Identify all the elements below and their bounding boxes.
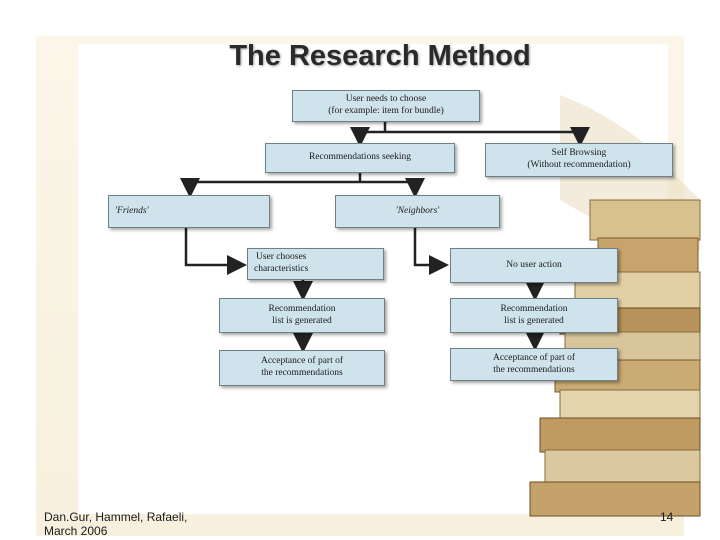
arrow-neighbors-to-no-action xyxy=(413,228,449,275)
node-neighbors: 'Neighbors' xyxy=(335,195,500,228)
node-friends: 'Friends' xyxy=(108,195,270,228)
node-friends-label: 'Friends' xyxy=(115,205,149,216)
page-number: 14 xyxy=(660,510,674,524)
node-self-browsing: Self Browsing (Without recommendation) xyxy=(485,143,673,177)
node-rec-list-left-label: Recommendation list is generated xyxy=(268,303,336,326)
node-accept-left-label: Acceptance of part of the recommendation… xyxy=(260,356,344,378)
node-rec-seeking: Recommendations seeking xyxy=(265,143,455,173)
slide-title: The Research Method xyxy=(229,40,531,72)
node-rec-seeking-label: Recommendations seeking xyxy=(308,152,412,163)
node-no-user-action: No user action xyxy=(450,248,618,283)
node-neighbors-label: 'Neighbors' xyxy=(395,205,440,216)
node-user-needs: User needs to choose (for example: item … xyxy=(292,90,480,122)
node-user-chooses: User chooses characteristics xyxy=(247,248,384,280)
node-accept-left: Acceptance of part of the recommendation… xyxy=(219,350,385,386)
node-user-needs-label: User needs to choose (for example: item … xyxy=(328,94,444,116)
node-accept-right: Acceptance of part of the recommendation… xyxy=(450,348,618,381)
node-accept-right-label: Acceptance of part of the recommendation… xyxy=(492,352,576,375)
footer-authors: Dan.Gur, Hammel, Rafaeli, March 2006 xyxy=(44,510,188,539)
node-rec-list-left: Recommendation list is generated xyxy=(219,298,385,333)
node-self-browsing-label: Self Browsing (Without recommendation) xyxy=(527,148,631,170)
node-no-user-action-label: No user action xyxy=(506,259,562,270)
node-rec-list-right-label: Recommendation list is generated xyxy=(500,303,568,326)
node-rec-list-right: Recommendation list is generated xyxy=(450,298,618,333)
arrow-friends-to-user-chooses xyxy=(184,228,247,275)
node-user-chooses-label: User chooses characteristics xyxy=(254,252,309,274)
